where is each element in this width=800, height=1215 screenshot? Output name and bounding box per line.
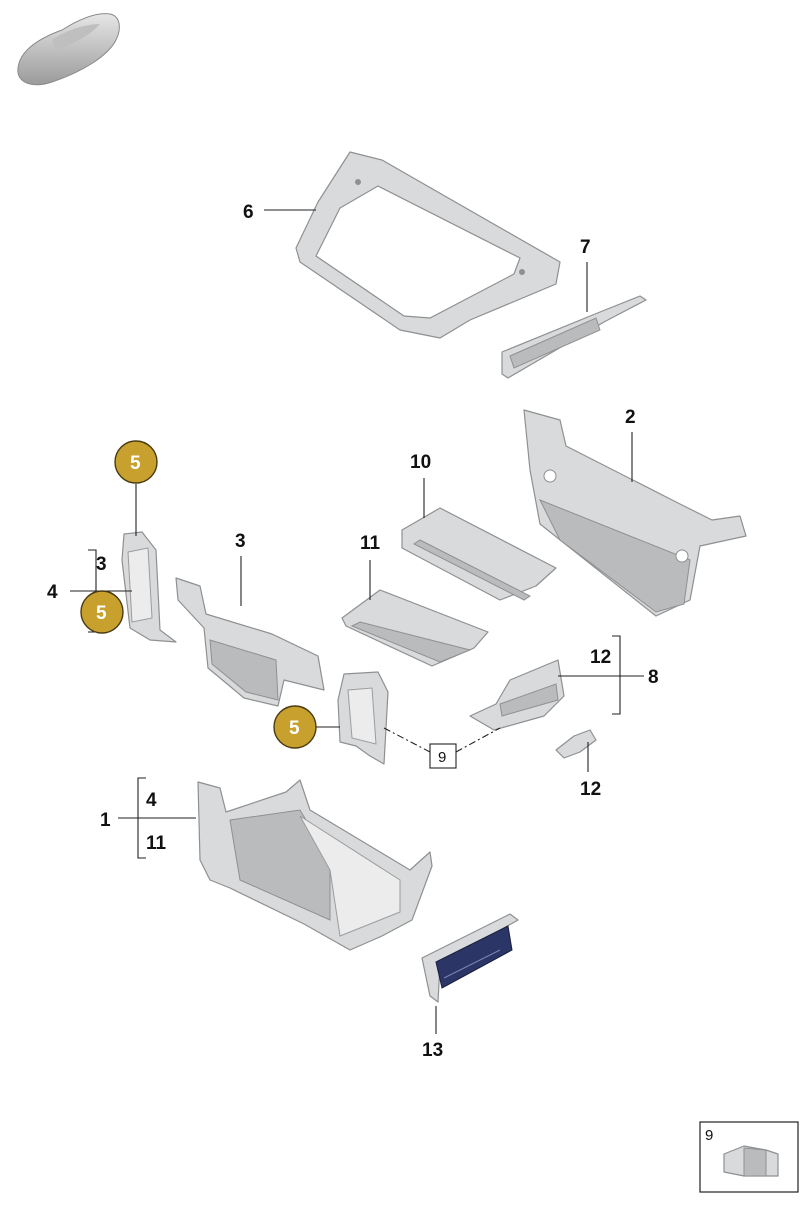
label-2: 2 [625,407,636,428]
label-3-left: 3 [96,554,107,575]
label-8: 8 [648,667,659,688]
label-13: 13 [422,1040,443,1061]
label-7: 7 [580,237,591,258]
inset-label-9: 9 [705,1127,713,1144]
svg-text:5: 5 [130,453,141,474]
label-11: 11 [360,533,381,554]
part-1-floor-structure[interactable] [197,779,433,951]
part-8-bracket-assembly[interactable] [469,659,565,731]
label-3: 3 [235,531,246,552]
part-5-left-bracket[interactable] [121,531,177,643]
label-4-lower: 4 [146,790,157,811]
part-2-rear-panel[interactable] [523,409,747,617]
part-3-side-panel[interactable] [175,577,325,707]
part-10-plate[interactable] [401,507,557,601]
label-11-lower: 11 [146,833,167,854]
label-6: 6 [243,202,254,223]
badge-5-top[interactable]: 5 [114,440,158,484]
part-11-floor-plate[interactable] [341,589,489,667]
svg-text:5: 5 [96,603,107,624]
part-5-middle-bracket[interactable] [337,671,389,765]
label-1: 1 [100,810,111,831]
part-12-clip[interactable] [555,729,597,759]
car-silhouette-icon[interactable] [17,13,120,86]
label-4-left: 4 [47,582,58,603]
badge-5-middle[interactable]: 5 [273,705,317,749]
svg-text:9: 9 [438,749,446,766]
svg-text:5: 5 [289,718,300,739]
label-12-upper: 12 [590,647,611,668]
reference-box-9[interactable]: 9 [429,743,457,769]
inset-part-9[interactable]: 9 [699,1121,799,1193]
part-7-rail[interactable] [501,295,647,379]
label-12-lower: 12 [580,779,601,800]
part-6-window-frame[interactable] [295,151,561,339]
part-13-module[interactable] [421,913,519,1003]
badge-5-left[interactable]: 5 [80,590,124,634]
label-10: 10 [410,452,431,473]
